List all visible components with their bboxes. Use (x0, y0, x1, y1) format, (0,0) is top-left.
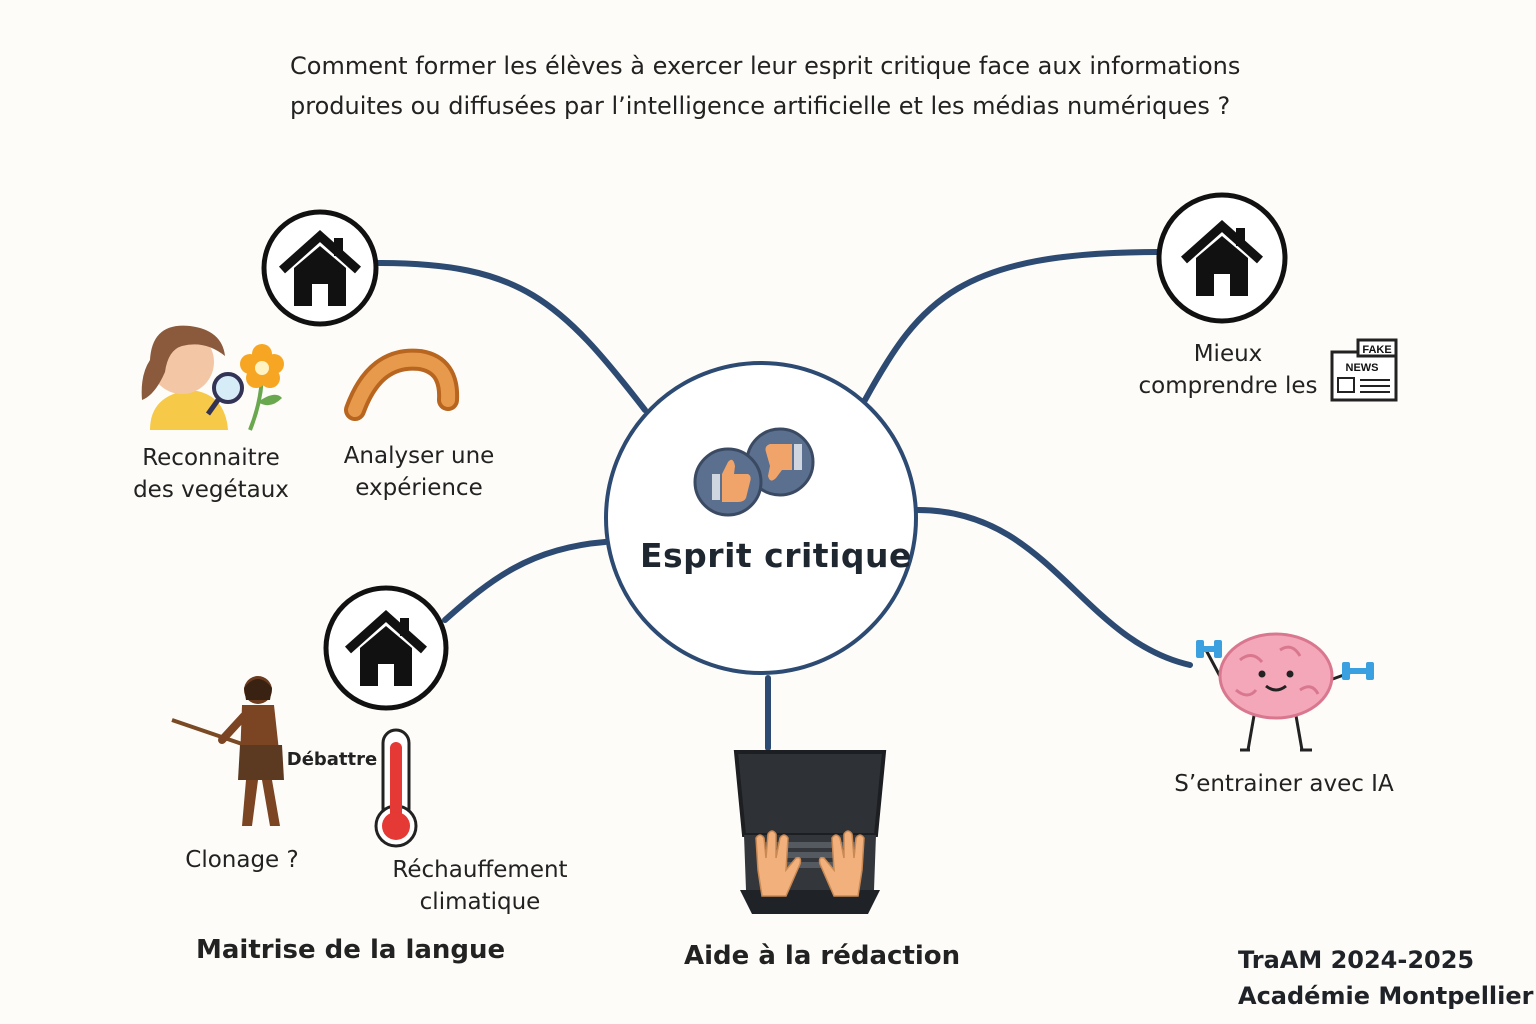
laptop-icon (733, 750, 887, 914)
center-title: Esprit critique (640, 536, 912, 575)
house-node-bottom-left (323, 585, 449, 711)
label-experience-line2: expérience (355, 475, 483, 501)
footer-credit: TraAM 2024-2025 Académie Montpellier (1238, 942, 1534, 1014)
label-rechauffement-line1: Réchauffement (392, 857, 568, 883)
footer-line-2: Académie Montpellier (1238, 982, 1534, 1010)
question-line-1: Comment former les élèves à exercer leur… (290, 52, 1241, 80)
label-vegetaux-line1: Reconnaitre (142, 445, 280, 471)
house-node-top-right (1156, 192, 1288, 324)
fake-badge: FAKE (1362, 344, 1391, 356)
magnifier-girl-icon (141, 325, 244, 430)
connector-lines (375, 249, 1193, 751)
news-badge: NEWS (1346, 362, 1379, 374)
label-vegetaux-line2: des vegétaux (133, 477, 289, 503)
label-rechauffement-line2: climatique (419, 889, 541, 915)
label-clonage: Clonage ? (185, 847, 299, 873)
footer-line-1: TraAM 2024-2025 (1238, 946, 1475, 974)
question-line-2: produites ou diffusées par l’intelligenc… (290, 92, 1231, 120)
house-node-top-left (261, 209, 379, 327)
label-vegetaux: Reconnaitre des vegétaux (118, 442, 304, 506)
label-experience-line1: Analyser une (343, 443, 495, 469)
prehistoric-man-icon (171, 676, 284, 826)
label-fake-news-line2: comprendre les (1138, 373, 1318, 399)
label-fake-news: Mieux comprendre les (1132, 338, 1324, 402)
thumbs-up-down-icon (693, 427, 815, 517)
brain-icon (1196, 632, 1374, 752)
label-experience: Analyser une expérience (330, 440, 508, 504)
worm-icon (344, 348, 460, 421)
label-fake-news-line1: Mieux (1193, 341, 1263, 367)
label-ia: S’entrainer avec IA (1174, 771, 1394, 797)
label-langue: Maitrise de la langue (196, 935, 506, 965)
main-question: Comment former les élèves à exercer leur… (290, 46, 1250, 126)
newspaper-icon: FAKE NEWS (1330, 338, 1398, 402)
thermometer-icon (374, 728, 418, 848)
label-debattre: Débattre (286, 749, 378, 770)
label-rechauffement: Réchauffement climatique (382, 854, 578, 918)
flower-icon (240, 344, 284, 431)
label-redaction: Aide à la rédaction (684, 941, 961, 971)
center-node (604, 361, 918, 675)
